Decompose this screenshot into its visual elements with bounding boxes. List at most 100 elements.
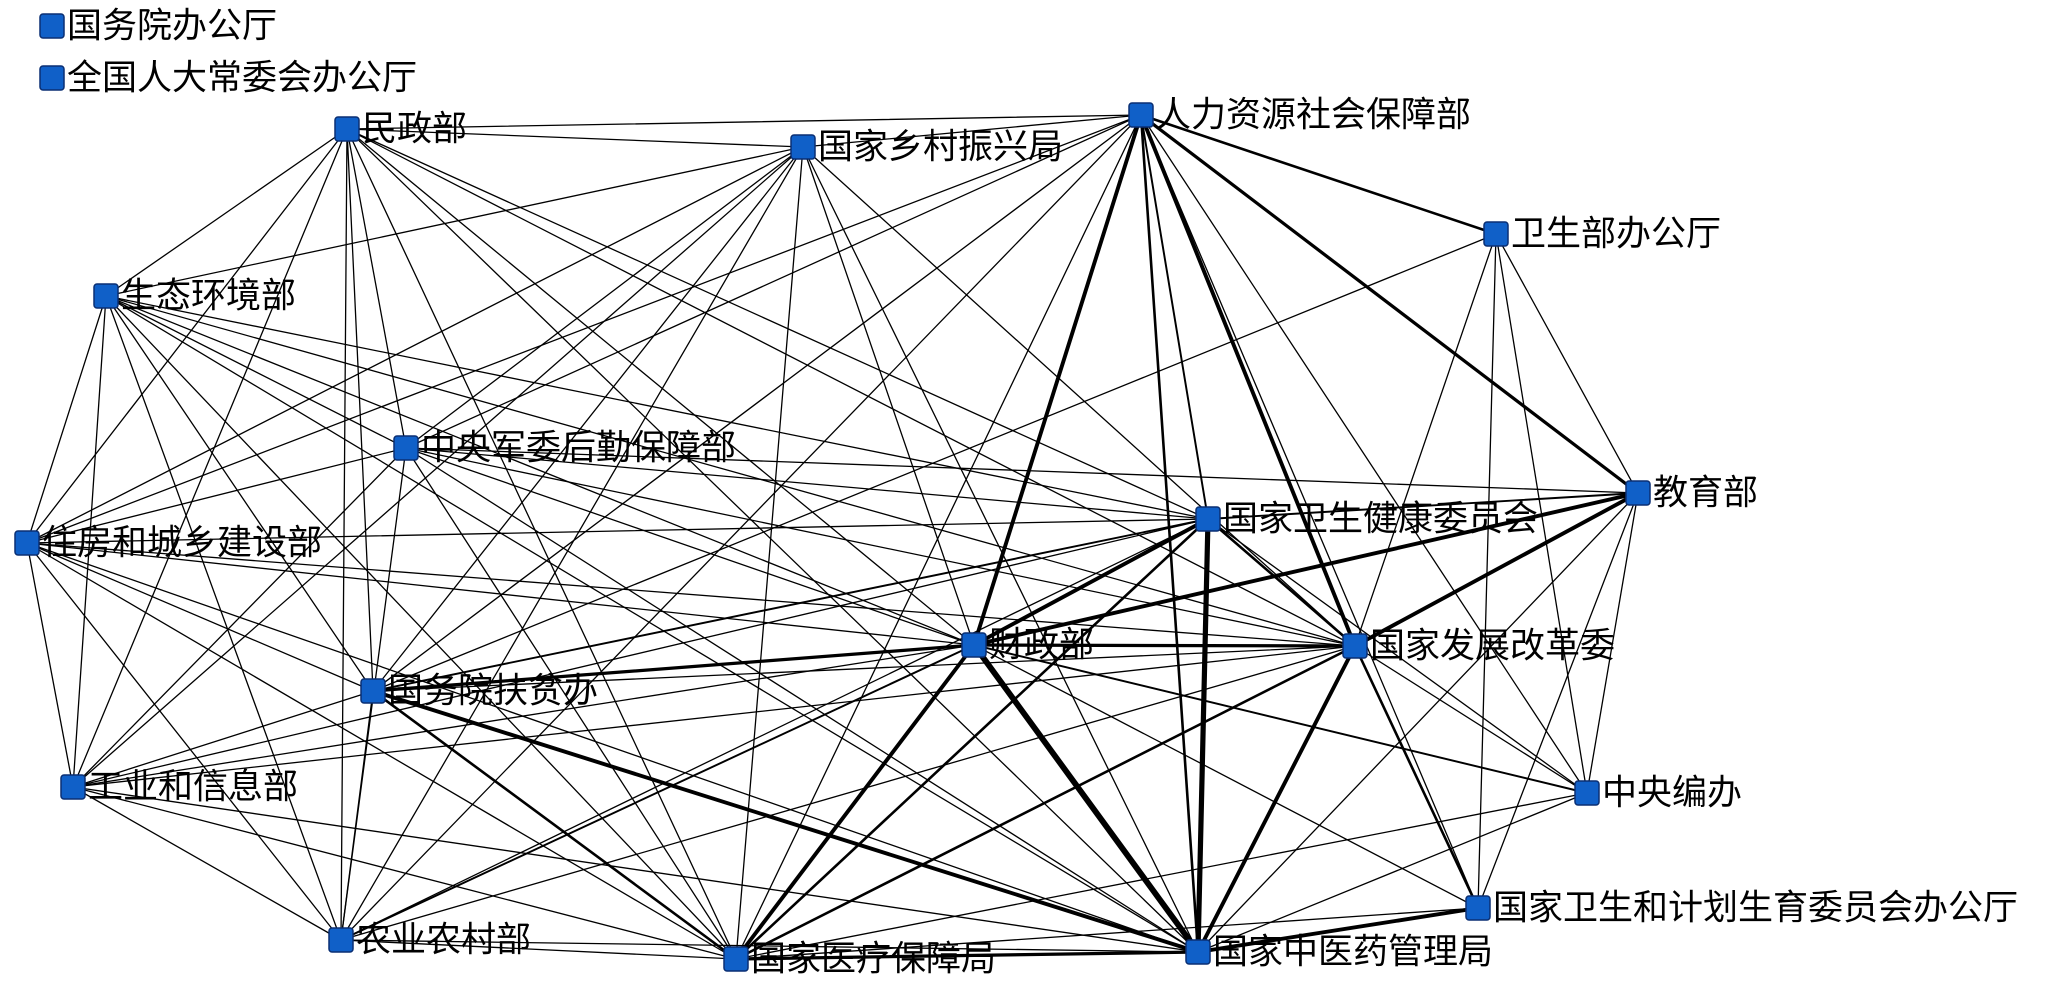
- node-square-icon[interactable]: [1465, 895, 1491, 921]
- edge-rlzy-wjw: [1140, 114, 1209, 520]
- node-square-icon[interactable]: [1128, 102, 1154, 128]
- edge-sthj-zfcx: [26, 295, 107, 544]
- edge-wjw-sthj: [105, 295, 1209, 520]
- node-square-icon[interactable]: [39, 65, 65, 91]
- edge-ybj-jsw: [735, 907, 1479, 960]
- node-zfcx[interactable]: 住房和城乡建设部: [14, 524, 322, 564]
- edge-mzb-sthj: [105, 128, 348, 297]
- node-ybj[interactable]: 国家医疗保障局: [723, 940, 996, 980]
- node-label: 国家中医药管理局: [1213, 933, 1493, 973]
- edge-wjw-zyyj: [1195, 516, 1211, 955]
- node-square-icon[interactable]: [961, 632, 987, 658]
- node-square-icon[interactable]: [334, 116, 360, 142]
- node-square-icon[interactable]: [1574, 780, 1600, 806]
- edge-zyyj-ybj: [734, 950, 1200, 961]
- node-square-icon[interactable]: [1185, 939, 1211, 965]
- node-label: 全国人大常委会办公厅: [67, 59, 417, 99]
- edge-fgw-zyjw: [405, 447, 1356, 647]
- node-sthj[interactable]: 生态环境部: [93, 277, 296, 317]
- edge-zfcx-fpb: [26, 542, 374, 692]
- node-zyjw[interactable]: 中央军委后勤保障部: [393, 429, 736, 469]
- edge-fgw-xczx: [802, 146, 1356, 647]
- node-square-icon[interactable]: [360, 678, 386, 704]
- edge-nync-fpb: [340, 690, 374, 941]
- edge-sthj-gxb: [72, 295, 107, 788]
- edge-zyjw-gxb: [72, 447, 407, 788]
- node-square-icon[interactable]: [1625, 480, 1651, 506]
- node-mzb[interactable]: 民政部: [334, 110, 467, 150]
- edge-rlzy-zyjw: [405, 114, 1142, 449]
- edge-wjw-zfcx: [26, 518, 1209, 544]
- node-label: 民政部: [362, 110, 467, 150]
- node-nync[interactable]: 农业农村部: [328, 921, 531, 961]
- node-square-icon[interactable]: [1195, 506, 1221, 532]
- node-fgw[interactable]: 国家发展改革委: [1342, 627, 1615, 667]
- node-square-icon[interactable]: [93, 283, 119, 309]
- node-rlzy[interactable]: 人力资源社会保障部: [1128, 96, 1471, 136]
- edge-wjw-ybj: [734, 517, 1210, 961]
- node-czb[interactable]: 财政部: [961, 626, 1094, 666]
- edge-jyb-zybb: [1586, 492, 1639, 794]
- edge-fgw-zybb: [1354, 645, 1588, 794]
- node-square-icon[interactable]: [393, 435, 419, 461]
- node-square-icon[interactable]: [328, 927, 354, 953]
- node-label: 卫生部办公厅: [1511, 215, 1721, 255]
- edge-xczx-sthj: [105, 146, 804, 297]
- node-label: 农业农村部: [356, 921, 531, 961]
- node-wjw[interactable]: 国家卫生健康委员会: [1195, 500, 1538, 540]
- node-gwybgt[interactable]: 国务院办公厅: [39, 7, 277, 47]
- edge-sthj-fpb: [105, 295, 374, 692]
- edge-czb-sthj: [105, 295, 975, 646]
- edge-ybj-gxb: [72, 786, 737, 960]
- edge-xczx-zyjw: [405, 146, 804, 449]
- edge-gxb-fpb: [72, 690, 374, 788]
- edge-rlzy-zyyj: [1139, 113, 1200, 954]
- edge-rlzy-zfcx: [26, 114, 1142, 544]
- node-wsbgt[interactable]: 卫生部办公厅: [1483, 215, 1721, 255]
- node-label: 国家医疗保障局: [751, 940, 996, 980]
- edge-layer: [26, 113, 1640, 961]
- node-xczx[interactable]: 国家乡村振兴局: [790, 128, 1063, 168]
- node-qgrd[interactable]: 全国人大常委会办公厅: [39, 59, 417, 99]
- edge-xczx-fpb: [372, 146, 804, 692]
- node-jsw[interactable]: 国家卫生和计划生育委员会办公厅: [1465, 889, 2018, 929]
- edge-mzb-zyjw: [346, 128, 407, 449]
- edge-fgw-zfcx: [26, 542, 1356, 647]
- node-fpb[interactable]: 国务院扶贫办: [360, 672, 598, 712]
- node-square-icon[interactable]: [1342, 633, 1368, 659]
- edge-czb-jyb: [972, 491, 1640, 647]
- node-label: 国家卫生和计划生育委员会办公厅: [1493, 889, 2018, 929]
- node-zybb[interactable]: 中央编办: [1574, 774, 1742, 814]
- edge-czb-zyjw: [405, 447, 975, 646]
- edge-zyyj-zfcx: [26, 542, 1199, 953]
- node-zyyj[interactable]: 国家中医药管理局: [1185, 933, 1493, 973]
- node-square-icon[interactable]: [790, 134, 816, 160]
- edge-wjw-mzb: [346, 128, 1209, 520]
- edge-wjw-zyjw: [405, 447, 1209, 520]
- edge-rlzy-fgw: [1139, 113, 1357, 648]
- edge-zyjw-zfcx: [26, 447, 407, 544]
- edge-rlzy-zybb: [1140, 114, 1588, 794]
- node-square-icon[interactable]: [1483, 221, 1509, 247]
- edge-zybb-ybj: [735, 792, 1588, 960]
- node-gxb[interactable]: 工业和信息部: [60, 768, 298, 808]
- node-square-icon[interactable]: [60, 774, 86, 800]
- node-square-icon[interactable]: [39, 13, 65, 39]
- node-label: 教育部: [1653, 474, 1758, 514]
- edge-zyyj-gxb: [72, 786, 1199, 953]
- node-square-icon[interactable]: [723, 946, 749, 972]
- edge-zyyj-sthj: [105, 295, 1199, 953]
- edge-fgw-jyb: [1353, 491, 1640, 648]
- edge-zyyj-jsw: [1196, 906, 1480, 954]
- node-label: 国务院办公厅: [67, 7, 277, 47]
- edge-sthj-nync: [105, 295, 342, 941]
- edge-mzb-xczx: [346, 128, 804, 148]
- edge-rlzy-jsw: [1140, 114, 1479, 909]
- edge-wjw-zybb: [1207, 518, 1588, 794]
- edge-wjw-czb: [972, 517, 1210, 647]
- node-label: 住房和城乡建设部: [42, 524, 322, 564]
- node-jyb[interactable]: 教育部: [1625, 474, 1758, 514]
- node-square-icon[interactable]: [14, 530, 40, 556]
- edge-jyb-jsw: [1477, 492, 1639, 909]
